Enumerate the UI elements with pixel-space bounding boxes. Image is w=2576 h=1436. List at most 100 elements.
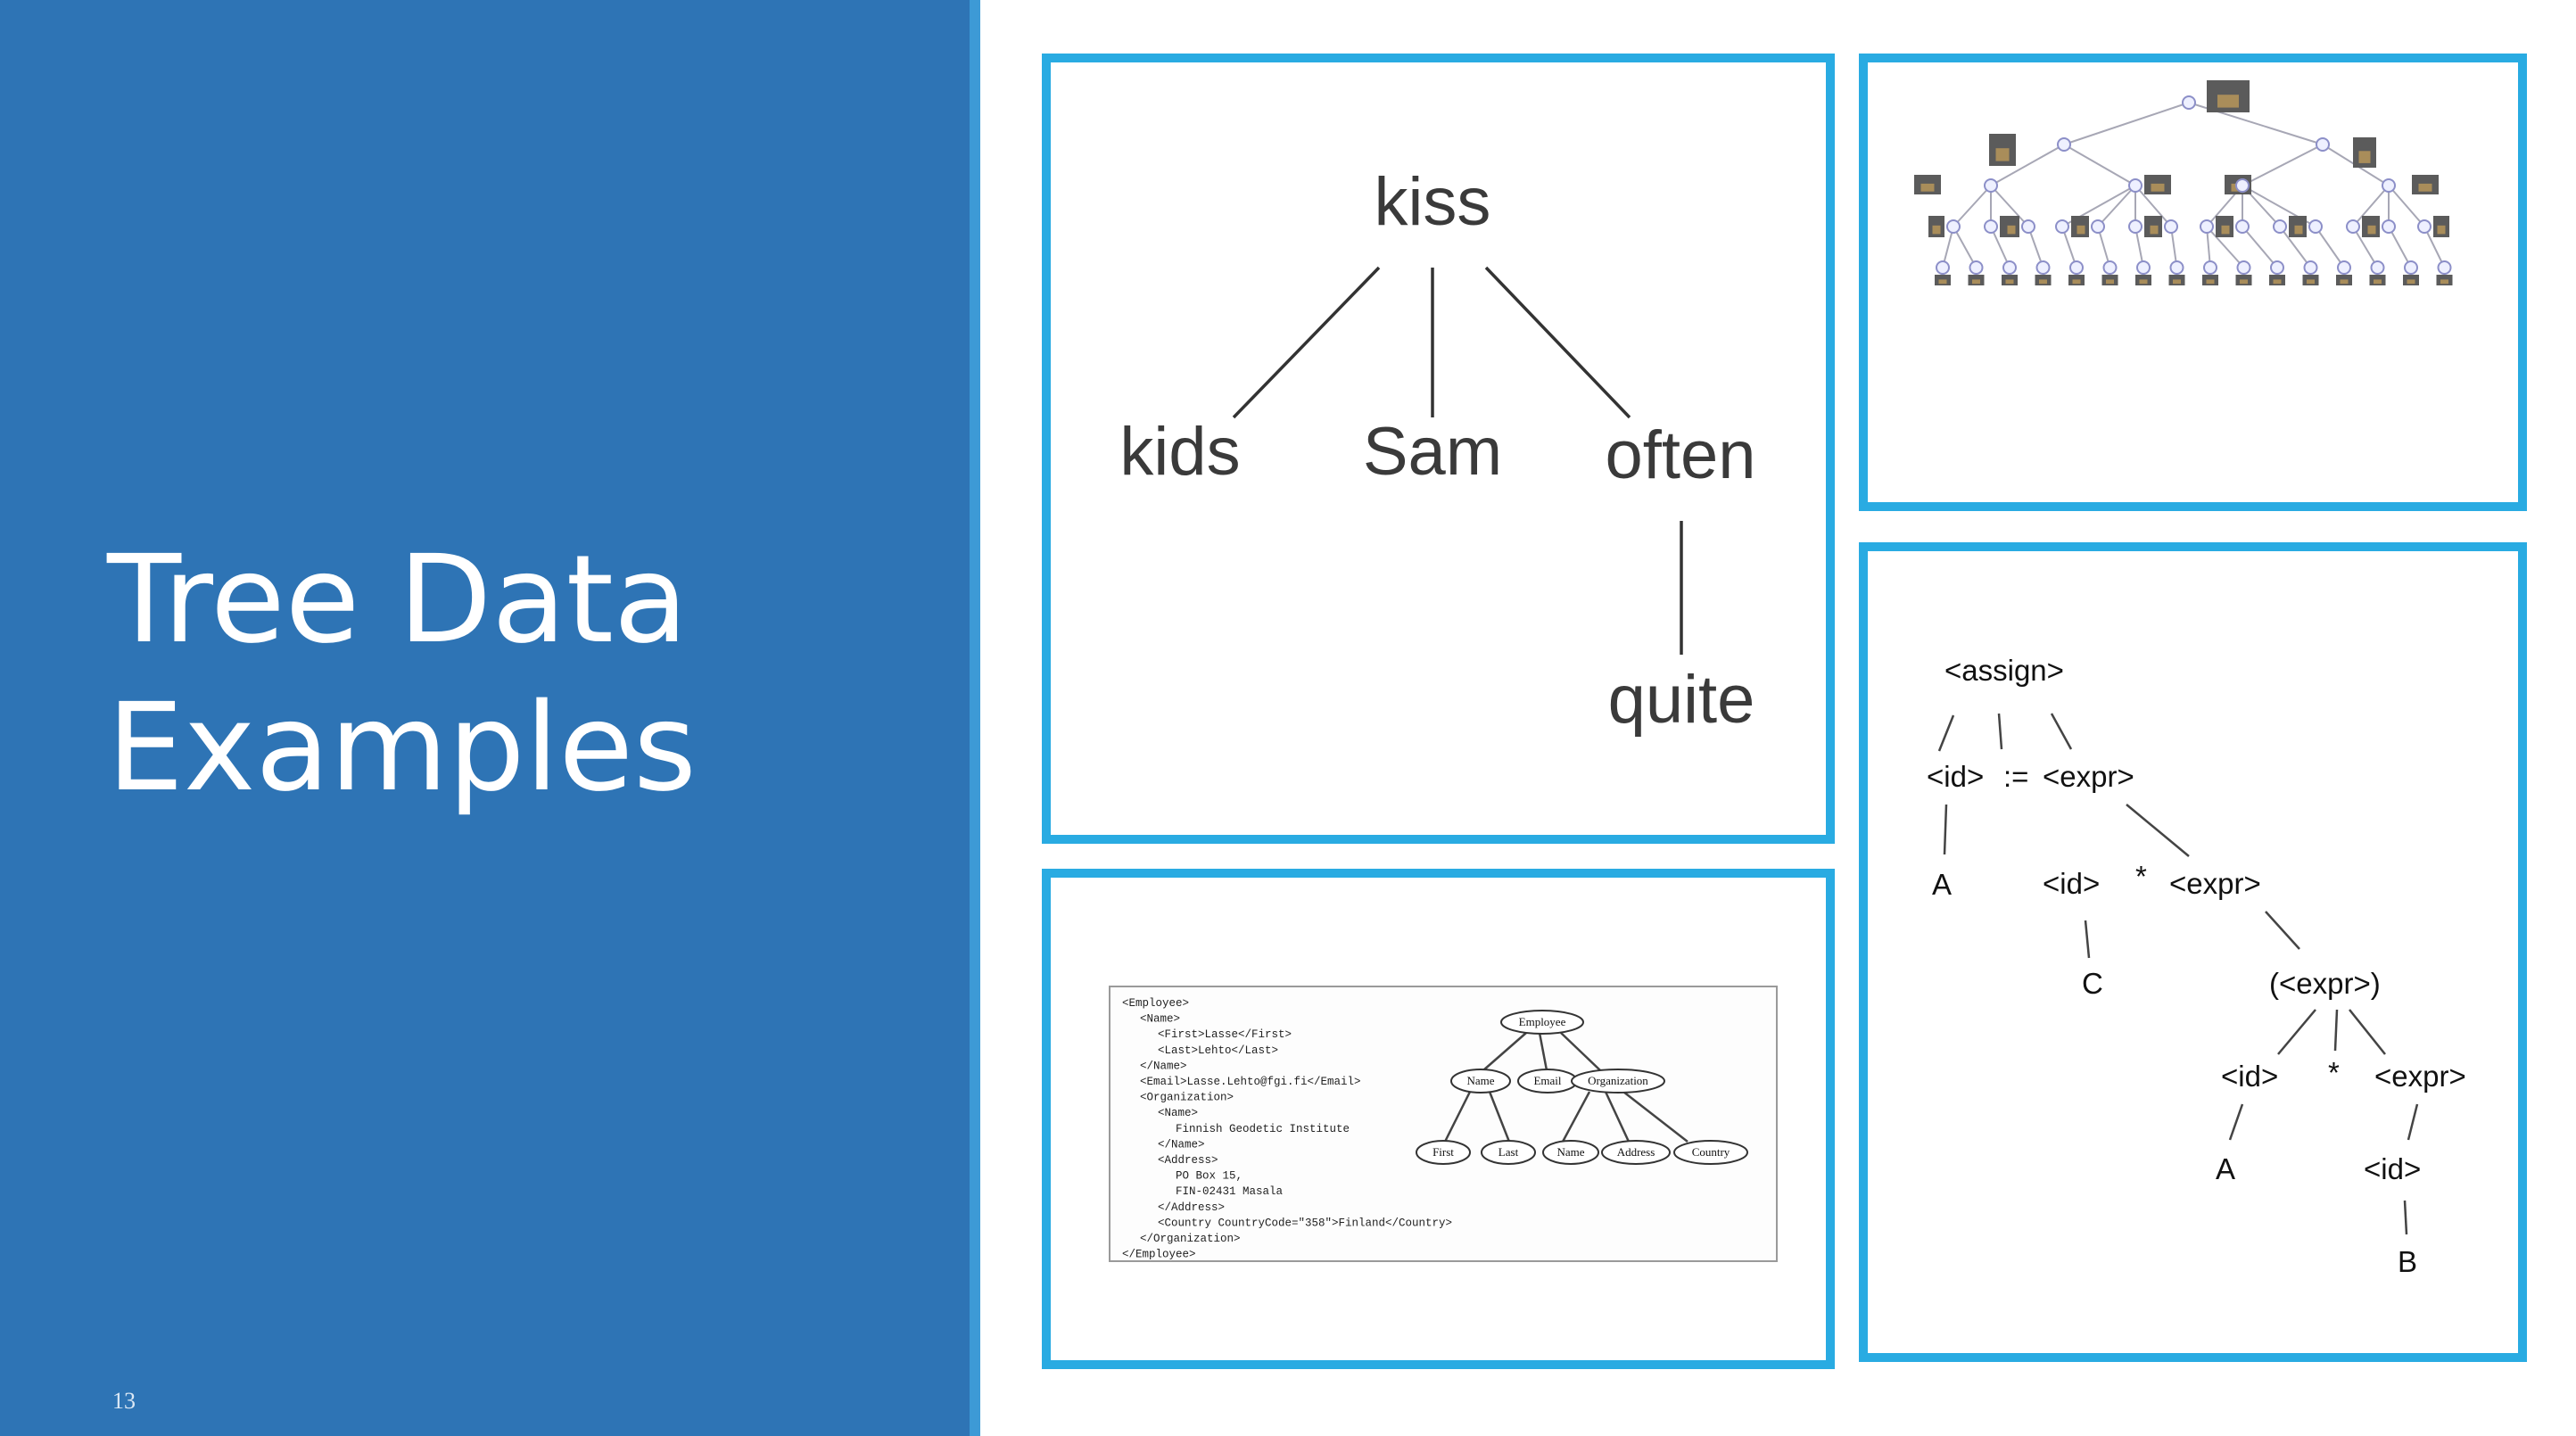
sentence-tree-panel: kiss kids Sam often quite xyxy=(1042,54,1835,844)
node-assign: <assign> xyxy=(1944,654,2064,687)
image-thumbnail-detail xyxy=(2221,225,2230,235)
hierarchy-node xyxy=(2021,219,2035,234)
node-first-label: First xyxy=(1432,1145,1454,1159)
xml-code-line: </Address> xyxy=(1158,1201,1225,1214)
hierarchy-node xyxy=(2203,260,2217,275)
hierarchy-node xyxy=(1984,219,1998,234)
node-star-2: * xyxy=(2328,1056,2340,1089)
image-thumbnail-detail xyxy=(1938,279,1947,285)
hierarchy-node xyxy=(2169,260,2184,275)
hierarchy-node xyxy=(2370,260,2385,275)
xml-code-line: Finnish Geodetic Institute xyxy=(1176,1123,1350,1135)
page-number: 13 xyxy=(112,1388,136,1414)
image-hierarchy-panel xyxy=(1859,54,2527,511)
image-thumbnail-detail xyxy=(1995,148,2010,161)
hierarchy-edge xyxy=(2134,185,2172,227)
hierarchy-node xyxy=(2182,95,2196,110)
hierarchy-node xyxy=(2128,219,2143,234)
node-organization xyxy=(1571,1069,1665,1094)
edge-org-country xyxy=(1622,1091,1688,1143)
edge-paren-star xyxy=(2333,1009,2339,1052)
image-hierarchy-diagram xyxy=(1914,80,2453,285)
edge-expr3-id xyxy=(2407,1103,2419,1141)
hierarchy-nodes xyxy=(1914,80,2453,285)
edge-paren-id xyxy=(2277,1009,2316,1055)
hierarchy-node xyxy=(2303,260,2318,275)
node-C: C xyxy=(2082,967,2103,1000)
slide-title: Tree Data Examples xyxy=(107,526,697,822)
xml-code-block: <Employee><Name><First>Lasse</First><Las… xyxy=(1122,997,1452,1261)
image-thumbnail-detail xyxy=(2294,225,2303,235)
xml-code-line: <First>Lasse</First> xyxy=(1158,1028,1292,1041)
node-quite: quite xyxy=(1608,662,1755,738)
edge-assign-expr xyxy=(2050,713,2073,750)
xml-tree-panel: <Employee><Name><First>Lasse</First><Las… xyxy=(1042,869,1835,1369)
image-thumbnail-detail xyxy=(2240,279,2248,285)
sentence-tree-diagram: kiss kids Sam often quite xyxy=(1119,164,1755,738)
node-org-name xyxy=(1542,1140,1599,1165)
node-employee-label: Employee xyxy=(1519,1015,1566,1028)
image-thumbnail-detail xyxy=(2340,279,2349,285)
hierarchy-node xyxy=(2057,137,2071,152)
node-last xyxy=(1481,1140,1536,1165)
image-thumbnail-detail xyxy=(2374,279,2382,285)
node-sam: Sam xyxy=(1363,414,1502,490)
image-thumbnail-detail xyxy=(2150,225,2159,235)
hierarchy-node xyxy=(2382,178,2396,193)
node-last-label: Last xyxy=(1499,1145,1519,1159)
hierarchy-node xyxy=(2055,219,2069,234)
edge-name-last xyxy=(1488,1091,1511,1143)
hierarchy-edge xyxy=(2423,226,2446,268)
node-id-4: <id> xyxy=(2364,1152,2421,1185)
hierarchy-edge xyxy=(2279,226,2312,268)
hierarchy-node xyxy=(2035,260,2051,275)
node-email-label: Email xyxy=(1533,1074,1561,1087)
image-thumbnail-detail xyxy=(2151,183,2165,192)
xml-example-diagram: <Employee><Name><First>Lasse</First><Las… xyxy=(1109,986,1778,1262)
hierarchy-edge xyxy=(2097,185,2136,227)
hierarchy-edge xyxy=(2352,226,2379,268)
node-paren-expr: (<expr>) xyxy=(2269,967,2381,1000)
node-org-name-label: Name xyxy=(1556,1145,1584,1159)
image-thumbnail-detail xyxy=(2217,95,2239,108)
image-thumbnail-detail xyxy=(1972,279,1980,285)
image-thumbnail-detail xyxy=(2437,225,2446,235)
xml-code-line: <Organization> xyxy=(1140,1092,1234,1104)
image-thumbnail-detail xyxy=(2307,279,2315,285)
image-thumbnail-detail xyxy=(2273,279,2282,285)
node-star-1: * xyxy=(2135,860,2147,893)
image-thumbnail-detail xyxy=(2106,279,2114,285)
hierarchy-node xyxy=(1969,260,1984,275)
node-expr-2: <expr> xyxy=(2169,867,2261,900)
xml-code-line: <Last>Lehto</Last> xyxy=(1158,1044,1278,1057)
image-thumbnail-detail xyxy=(2039,279,2047,285)
node-A-1: A xyxy=(1932,868,1952,901)
node-kids: kids xyxy=(1119,414,1240,490)
image-thumbnail-detail xyxy=(2358,151,2371,163)
xml-code-line: PO Box 15, xyxy=(1176,1170,1243,1183)
image-thumbnail-detail xyxy=(2139,279,2148,285)
image-thumbnail-detail xyxy=(2407,279,2415,285)
edge-kiss-kids xyxy=(1232,266,1381,419)
hierarchy-node xyxy=(2404,260,2418,275)
parse-tree-panel: <assign> <id> := <expr> A <id> * <expr> … xyxy=(1859,542,2527,1362)
image-thumbnail-detail xyxy=(1932,225,1941,235)
hierarchy-node xyxy=(2316,137,2330,152)
hierarchy-edge xyxy=(2352,185,2390,227)
xml-code-line: </Name> xyxy=(1158,1138,1205,1151)
node-organization-label: Organization xyxy=(1588,1074,1648,1087)
hierarchy-edge xyxy=(2206,226,2245,268)
image-thumbnail-detail xyxy=(2005,279,2014,285)
node-name-label: Name xyxy=(1466,1074,1494,1087)
node-A-2: A xyxy=(2216,1152,2235,1185)
image-thumbnail-detail xyxy=(2173,279,2181,285)
hierarchy-node xyxy=(2128,178,2143,193)
node-name xyxy=(1450,1069,1511,1094)
node-country-label: Country xyxy=(1692,1145,1730,1159)
hierarchy-edge xyxy=(2063,144,2136,186)
image-thumbnail-detail xyxy=(2367,225,2376,235)
hierarchy-node xyxy=(2091,219,2105,234)
image-thumbnail-detail xyxy=(2206,279,2215,285)
hierarchy-node xyxy=(2002,260,2017,275)
xml-code-line: </Organization> xyxy=(1140,1233,1241,1245)
